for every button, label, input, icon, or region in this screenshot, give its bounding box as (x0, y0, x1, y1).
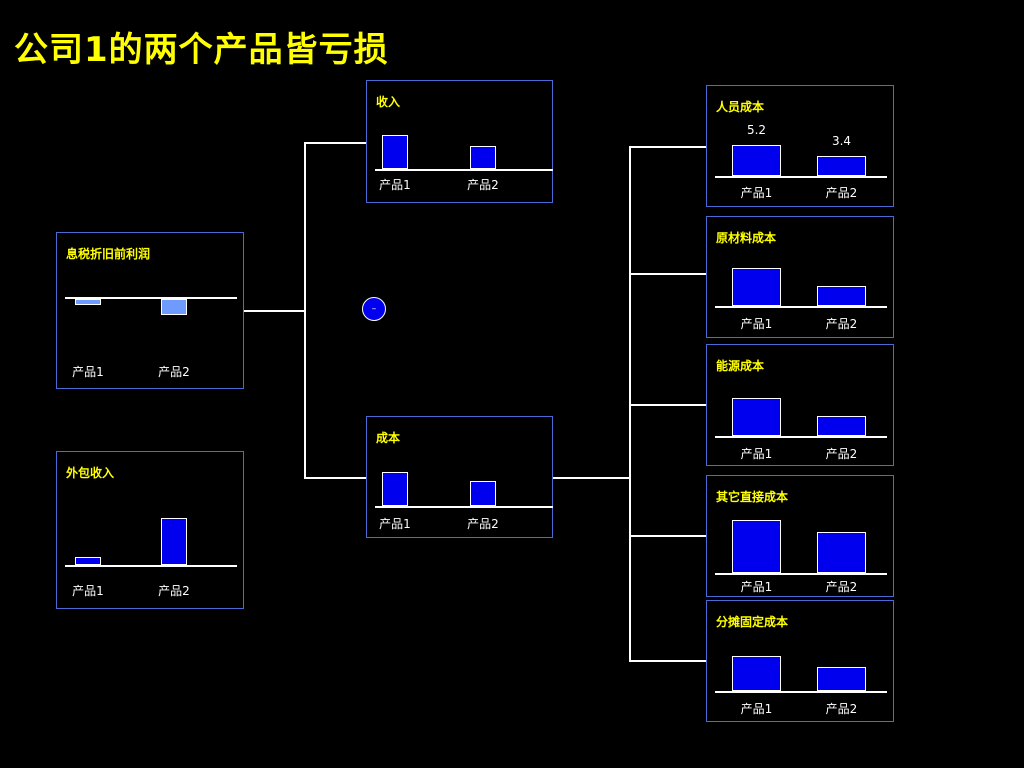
connector-line (243, 310, 305, 312)
category-label: 产品1 (72, 365, 104, 379)
category-label: 产品2 (825, 447, 858, 461)
category-label: 产品2 (467, 517, 499, 531)
connector-line (552, 477, 630, 479)
category-label: 产品2 (825, 580, 858, 594)
chart-baseline (65, 297, 237, 299)
chart-bar (161, 299, 187, 315)
category-label: 产品1 (72, 584, 104, 598)
minus-operator-icon: – (362, 297, 386, 321)
connector-line (304, 477, 366, 479)
data-label: 3.4 (831, 133, 852, 148)
connector-line (629, 660, 707, 662)
personnel-cost-chart-panel: 人员成本产品1 5.2 产品2 3.4 (706, 85, 894, 207)
chart-bar (382, 472, 408, 506)
chart-bar (161, 518, 187, 565)
chart-bar (732, 144, 781, 176)
page-title: 公司1的两个产品皆亏损 (14, 30, 389, 70)
category-label: 产品1 (379, 178, 411, 192)
category-label: 产品1 (379, 517, 411, 531)
chart-bar (382, 135, 408, 169)
chart-title: 分摊固定成本 (716, 615, 789, 629)
category-label: 产品2 (158, 584, 190, 598)
category-label: 产品1 (740, 186, 773, 200)
category-label: 产品2 (825, 186, 858, 200)
outsourcing-revenue-chart-panel: 外包收入产品1 产品2 (56, 451, 244, 609)
allocated-fixed-cost-chart-panel: 分摊固定成本产品1 产品2 (706, 600, 894, 722)
category-label: 产品2 (158, 365, 190, 379)
category-label: 产品1 (740, 447, 773, 461)
chart-title: 外包收入 (66, 466, 115, 480)
chart-title: 能源成本 (716, 359, 765, 373)
connector-line (304, 142, 306, 478)
chart-baseline (715, 436, 887, 438)
chart-bar (817, 285, 866, 306)
materials-cost-chart-panel: 原材料成本产品1 产品2 (706, 216, 894, 338)
chart-bar (732, 656, 781, 691)
chart-title: 收入 (376, 95, 401, 109)
chart-bar (732, 267, 781, 306)
connector-line (629, 404, 707, 406)
chart-baseline (715, 691, 887, 693)
cost-chart-panel: 成本产品1 产品2 (366, 416, 553, 538)
chart-title: 成本 (376, 431, 401, 445)
chart-bar (732, 520, 781, 573)
chart-title: 原材料成本 (716, 231, 777, 245)
chart-title: 息税折旧前利润 (66, 247, 151, 261)
chart-bar (817, 667, 866, 691)
chart-baseline (375, 506, 553, 508)
connector-line (629, 535, 707, 537)
chart-bar (732, 397, 781, 436)
connector-line (304, 142, 366, 144)
connector-line (629, 146, 707, 148)
category-label: 产品2 (825, 317, 858, 331)
chart-baseline (65, 565, 237, 567)
chart-bar (817, 532, 866, 573)
ebit-chart-panel: 息税折旧前利润产品1 产品2 (56, 232, 244, 389)
chart-bar (470, 481, 496, 506)
energy-cost-chart-panel: 能源成本产品1 产品2 (706, 344, 894, 466)
chart-bar (817, 415, 866, 436)
chart-baseline (375, 169, 553, 171)
chart-baseline (715, 306, 887, 308)
category-label: 产品2 (467, 178, 499, 192)
chart-baseline (715, 176, 887, 178)
category-label: 产品2 (825, 702, 858, 716)
revenue-chart-panel: 收入产品1 产品2 (366, 80, 553, 203)
category-label: 产品1 (740, 317, 773, 331)
category-label: 产品1 (740, 580, 773, 594)
data-label: 5.2 (746, 122, 767, 137)
chart-bar (75, 557, 101, 565)
chart-bar (470, 145, 496, 169)
chart-title: 其它直接成本 (716, 490, 789, 504)
other-direct-cost-chart-panel: 其它直接成本产品1 产品2 (706, 475, 894, 597)
category-label: 产品1 (740, 702, 773, 716)
chart-bar (817, 155, 866, 176)
chart-title: 人员成本 (716, 100, 765, 114)
chart-bar (75, 299, 101, 306)
chart-baseline (715, 573, 887, 575)
connector-line (629, 273, 707, 275)
